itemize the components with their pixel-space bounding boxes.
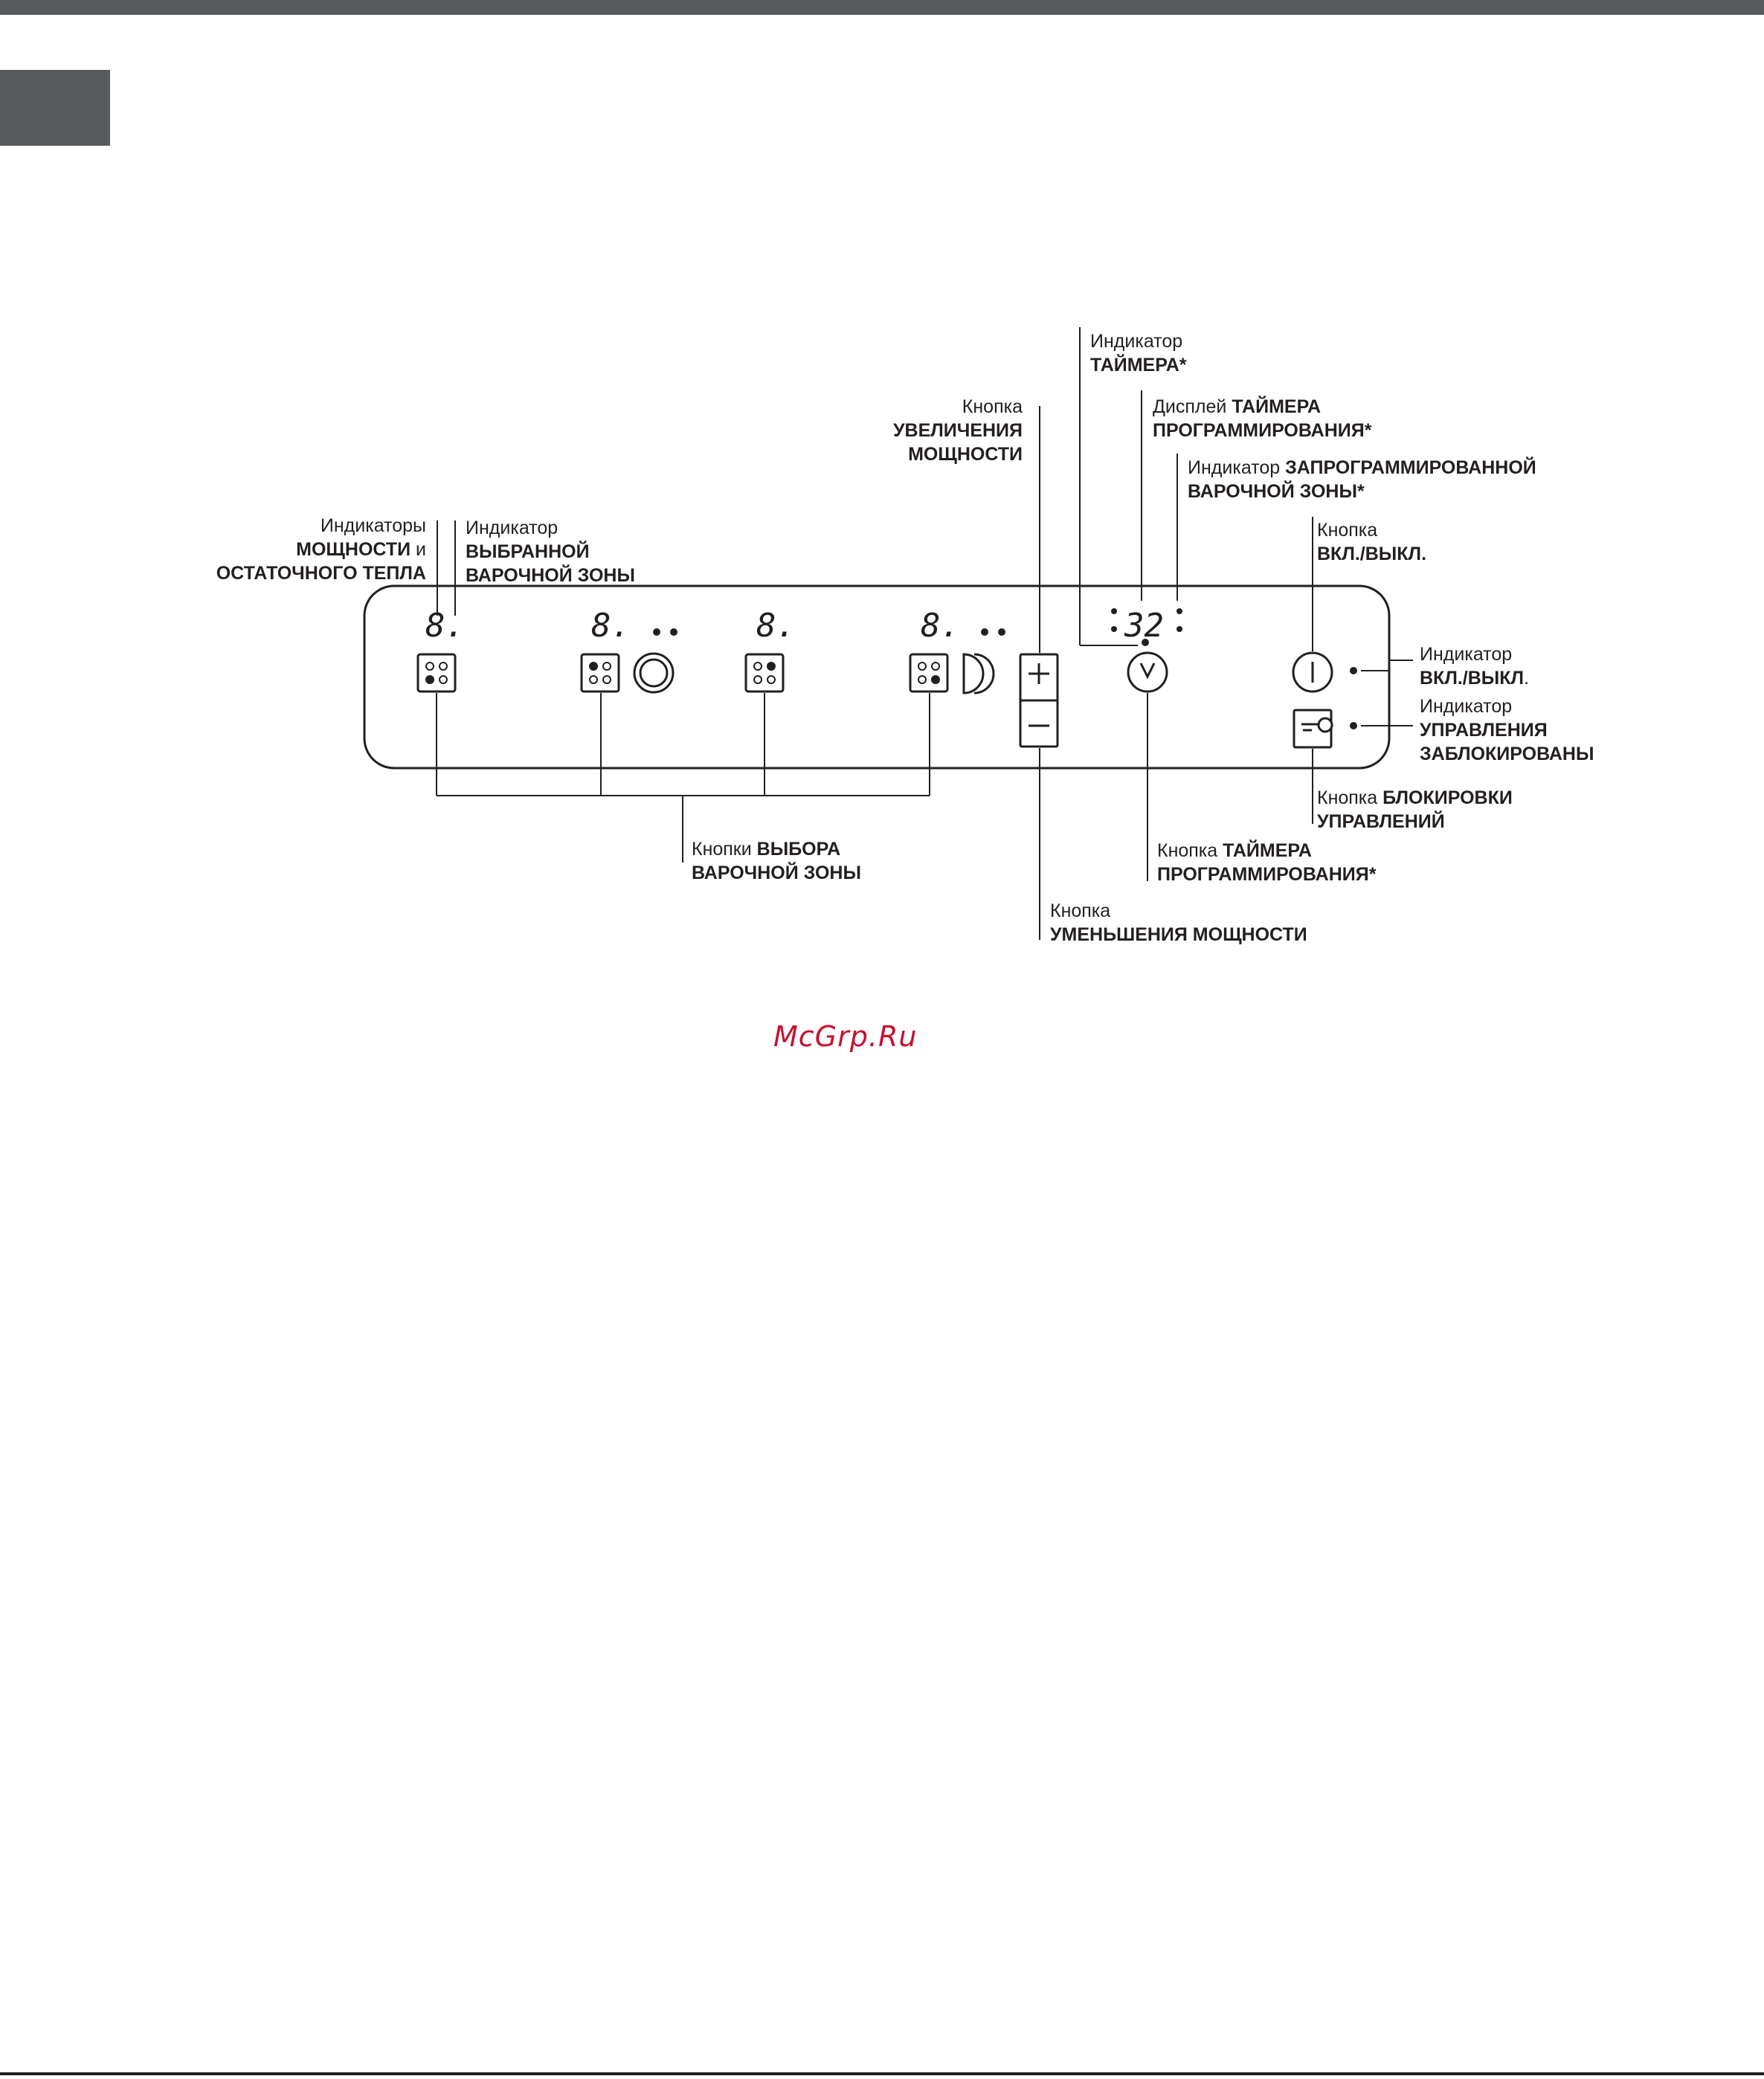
leader-lines (436, 327, 1413, 940)
svg-text:МОЩНОСТИ: МОЩНОСТИ (908, 444, 1023, 465)
svg-text:ВАРОЧНОЙ ЗОНЫ: ВАРОЧНОЙ ЗОНЫ (466, 564, 635, 586)
zone-4-select-button[interactable] (909, 653, 949, 693)
label-increase-button: Кнопка УВЕЛИЧЕНИЯ МОЩНОСТИ (893, 396, 1023, 465)
svg-text:ВЫБРАННОЙ: ВЫБРАННОЙ (466, 540, 590, 562)
svg-text:ПРОГРАММИРОВАНИЯ*: ПРОГРАММИРОВАНИЯ* (1157, 864, 1377, 885)
svg-text:Индикатор: Индикатор (1420, 644, 1512, 665)
svg-text:МОЩНОСТИ и: МОЩНОСТИ и (296, 539, 426, 560)
svg-text:Кнопка БЛОКИРОВКИ: Кнопка БЛОКИРОВКИ (1317, 787, 1513, 808)
zone-1-select-button[interactable] (416, 653, 457, 693)
control-panel-outline (363, 584, 1391, 770)
svg-text:ОСТАТОЧНОГО ТЕПЛА: ОСТАТОЧНОГО ТЕПЛА (216, 563, 426, 584)
zone-1-power-display: 8. (425, 607, 465, 645)
svg-text:ВАРОЧНОЙ ЗОНЫ*: ВАРОЧНОЙ ЗОНЫ* (1188, 480, 1365, 502)
label-zone-select-buttons: Кнопки ВЫБОРА ВАРОЧНОЙ ЗОНЫ (692, 839, 861, 883)
header-bar (0, 0, 1764, 15)
label-onoff-indicator: Индикатор ВКЛ./ВЫКЛ. (1420, 644, 1529, 689)
svg-text:ПРОГРАММИРОВАНИЯ*: ПРОГРАММИРОВАНИЯ* (1153, 420, 1372, 441)
svg-text:УПРАВЛЕНИЯ: УПРАВЛЕНИЯ (1420, 720, 1548, 741)
label-onoff-button: Кнопка ВКЛ./ВЫКЛ. (1317, 520, 1426, 564)
timer-indicator-dot (1142, 639, 1149, 646)
svg-text:Кнопка: Кнопка (1317, 520, 1377, 541)
svg-text:ВКЛ./ВЫКЛ.: ВКЛ./ВЫКЛ. (1317, 544, 1426, 564)
svg-text:ВАРОЧНОЙ ЗОНЫ: ВАРОЧНОЙ ЗОНЫ (692, 861, 861, 883)
svg-text:Дисплей ТАЙМЕРА: Дисплей ТАЙМЕРА (1153, 395, 1321, 417)
lock-button[interactable] (1293, 709, 1333, 749)
svg-text:Индикатор: Индикатор (1090, 331, 1182, 352)
svg-text:Кнопка: Кнопка (1050, 900, 1110, 921)
svg-text:Индикатор: Индикатор (1420, 696, 1512, 717)
section-tab (0, 70, 110, 146)
onoff-indicator-dot (1350, 667, 1357, 674)
zone-2-timer-dot (653, 628, 660, 636)
label-lock-indicator: Индикатор УПРАВЛЕНИЯ ЗАБЛОКИРОВАНЫ (1420, 696, 1594, 764)
label-timer-indicator: Индикатор ТАЙМЕРА* (1090, 331, 1187, 375)
label-timer-display: Дисплей ТАЙМЕРА ПРОГРАММИРОВАНИЯ* (1153, 395, 1372, 441)
svg-text:Индикатор: Индикатор (466, 518, 558, 538)
zone-2-power-display: 8. (591, 607, 631, 645)
watermark: McGrp.Ru (773, 1020, 918, 1053)
label-lock-button: Кнопка БЛОКИРОВКИ УПРАВЛЕНИЙ (1317, 787, 1513, 832)
power-adjust-buttons (1019, 653, 1059, 748)
zone-4-power-display: 8. (921, 607, 960, 645)
label-power-indicators: Индикаторы МОЩНОСТИ и ОСТАТОЧНОГО ТЕПЛА (216, 515, 426, 584)
zone-3-power-display: 8. (756, 607, 796, 645)
lock-indicator-dot (1350, 722, 1357, 729)
svg-text:Кнопка: Кнопка (962, 396, 1023, 417)
footer-rule (0, 2072, 1764, 2075)
zone-4-timer-dot (998, 628, 1005, 636)
label-programmed-zone-indicator: Индикатор ЗАПРОГРАММИРОВАННОЙ ВАРОЧНОЙ З… (1188, 456, 1536, 502)
svg-text:ТАЙМЕРА*: ТАЙМЕРА* (1090, 353, 1187, 375)
svg-text:УПРАВЛЕНИЙ: УПРАВЛЕНИЙ (1317, 810, 1445, 832)
oval-zone-icon[interactable] (962, 653, 995, 694)
label-decrease-button: Кнопка УМЕНЬШЕНИЯ МОЩНОСТИ (1050, 900, 1307, 945)
label-selected-zone-indicator: Индикатор ВЫБРАННОЙ ВАРОЧНОЙ ЗОНЫ (466, 518, 635, 586)
svg-text:ВКЛ./ВЫКЛ.: ВКЛ./ВЫКЛ. (1420, 668, 1529, 689)
zone-4-timer-dot (981, 628, 988, 636)
double-zone-circle-icon[interactable] (633, 652, 675, 694)
label-timer-button: Кнопка ТАЙМЕРА ПРОГРАММИРОВАНИЯ* (1157, 839, 1377, 885)
timer-button[interactable] (1127, 651, 1168, 693)
svg-text:32: 32 (1124, 607, 1164, 645)
increase-power-button[interactable] (1029, 663, 1049, 684)
zone-2-timer-dot (670, 628, 677, 636)
timer-display: 32 (1111, 607, 1182, 645)
svg-text:УМЕНЬШЕНИЯ МОЩНОСТИ: УМЕНЬШЕНИЯ МОЩНОСТИ (1050, 924, 1307, 945)
svg-text:УВЕЛИЧЕНИЯ: УВЕЛИЧЕНИЯ (893, 420, 1023, 441)
svg-text:Индикатор ЗАПРОГРАММИРОВАННОЙ: Индикатор ЗАПРОГРАММИРОВАННОЙ (1188, 456, 1536, 478)
zone-2-select-button[interactable] (580, 653, 620, 693)
svg-text:Индикаторы: Индикаторы (321, 515, 426, 536)
svg-text:ЗАБЛОКИРОВАНЫ: ЗАБЛОКИРОВАНЫ (1420, 744, 1594, 764)
svg-text:Кнопки ВЫБОРА: Кнопки ВЫБОРА (692, 839, 840, 860)
svg-text:Кнопка ТАЙМЕРА: Кнопка ТАЙМЕРА (1157, 839, 1312, 861)
onoff-button[interactable] (1292, 651, 1333, 693)
zone-3-select-button[interactable] (744, 653, 785, 693)
